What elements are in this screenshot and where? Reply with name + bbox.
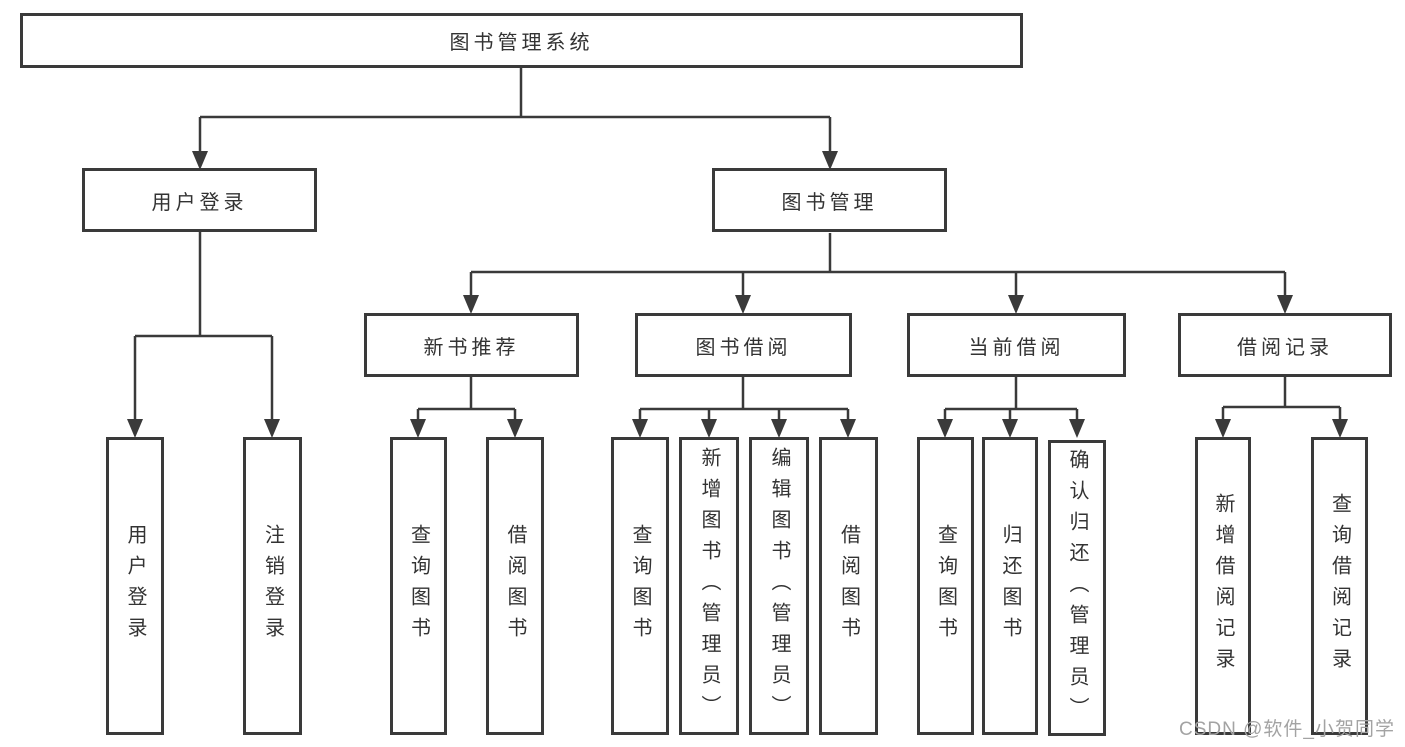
node-leaf-cb-query-label: 查询图书 xyxy=(934,524,957,648)
node-leaf-bb-borrow-label: 借阅图书 xyxy=(837,524,860,648)
node-leaf-cb-return: 归还图书 xyxy=(982,437,1038,735)
node-user-login-group: 用户登录 xyxy=(82,168,317,232)
node-leaf-logout: 注销登录 xyxy=(243,437,302,735)
node-user-login-group-label: 用户登录 xyxy=(151,191,248,214)
node-leaf-bb-query-label: 查询图书 xyxy=(629,524,651,648)
node-leaf-bb-borrow: 借阅图书 xyxy=(819,437,878,735)
node-borrow-records: 借阅记录 xyxy=(1178,313,1392,377)
csdn-watermark: CSDN @软件_小贺同学 xyxy=(1179,719,1395,740)
node-leaf-cb-confirm-label: 确认归还（管理员） xyxy=(1066,448,1088,728)
node-new-books-label: 新书推荐 xyxy=(423,336,520,359)
node-leaf-bb-add: 新增图书（管理员） xyxy=(679,437,739,735)
node-leaf-br-query-label: 查询借阅记录 xyxy=(1328,493,1351,679)
node-leaf-nb-query-label: 查询图书 xyxy=(407,524,430,648)
node-leaf-bb-query: 查询图书 xyxy=(611,437,669,735)
node-root: 图书管理系统 xyxy=(20,13,1023,68)
node-new-books: 新书推荐 xyxy=(364,313,579,377)
node-leaf-nb-borrow: 借阅图书 xyxy=(486,437,544,735)
node-leaf-cb-confirm: 确认归还（管理员） xyxy=(1048,440,1106,736)
node-leaf-logout-label: 注销登录 xyxy=(261,524,284,648)
node-leaf-br-query: 查询借阅记录 xyxy=(1311,437,1368,735)
node-leaf-bb-add-label: 新增图书（管理员） xyxy=(698,446,720,726)
node-leaf-user-login: 用户登录 xyxy=(106,437,164,735)
node-book-borrow: 图书借阅 xyxy=(635,313,852,377)
node-borrow-records-label: 借阅记录 xyxy=(1237,336,1333,359)
node-leaf-bb-edit: 编辑图书（管理员） xyxy=(749,437,809,735)
node-book-mgmt-group: 图书管理 xyxy=(712,168,947,232)
node-leaf-cb-query: 查询图书 xyxy=(917,437,974,735)
node-leaf-cb-return-label: 归还图书 xyxy=(999,524,1021,648)
node-leaf-br-add-label: 新增借阅记录 xyxy=(1212,493,1234,679)
node-root-label: 图书管理系统 xyxy=(449,32,594,54)
node-book-mgmt-group-label: 图书管理 xyxy=(781,191,878,214)
node-leaf-nb-borrow-label: 借阅图书 xyxy=(504,524,526,648)
node-current-borrow: 当前借阅 xyxy=(907,313,1126,377)
node-leaf-bb-edit-label: 编辑图书（管理员） xyxy=(768,446,790,726)
node-book-borrow-label: 图书借阅 xyxy=(695,336,792,359)
node-leaf-user-login-label: 用户登录 xyxy=(124,524,146,648)
node-leaf-br-add: 新增借阅记录 xyxy=(1195,437,1251,735)
node-current-borrow-label: 当前借阅 xyxy=(968,336,1065,359)
node-leaf-nb-query: 查询图书 xyxy=(390,437,447,735)
